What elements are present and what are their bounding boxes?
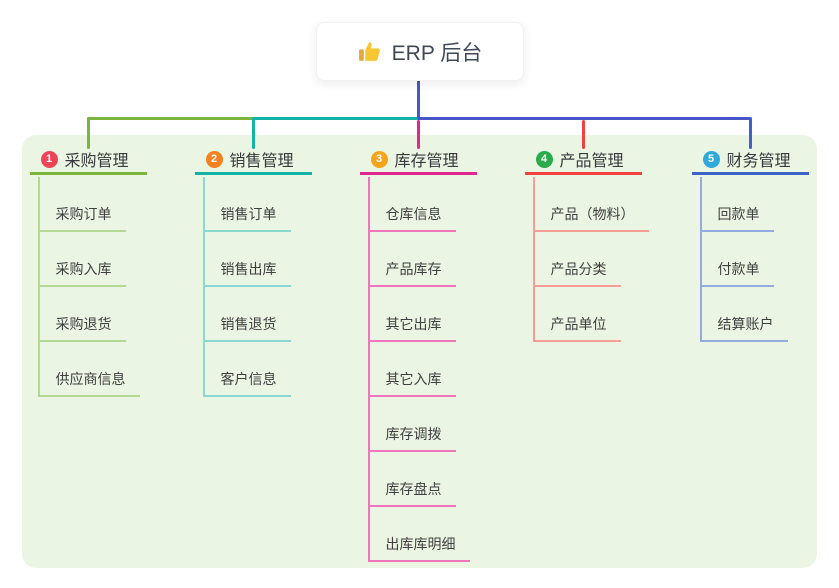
- child-node[interactable]: 产品分类: [534, 232, 649, 287]
- child-node[interactable]: 销售订单: [204, 177, 291, 232]
- branch-label: 销售管理: [229, 153, 294, 170]
- branch-children-purchase: 采购订单 采购入库 采购退货 供应商信息: [37, 177, 140, 397]
- child-node-label: 产品单位: [534, 316, 621, 342]
- branch-children-finance: 回款单 付款单 结算账户: [699, 177, 788, 342]
- child-node-label: 其它入库: [369, 371, 456, 397]
- child-node[interactable]: 销售退货: [204, 287, 291, 342]
- child-node-label: 销售订单: [204, 206, 291, 232]
- child-node[interactable]: 产品库存: [369, 232, 470, 287]
- branch-children-sales: 销售订单 销售出库 销售退货 客户信息: [202, 177, 291, 397]
- child-node-label: 销售出库: [204, 261, 291, 287]
- branch-label: 产品管理: [559, 153, 624, 170]
- child-node[interactable]: 采购订单: [39, 177, 140, 232]
- child-node-label: 采购订单: [39, 206, 126, 232]
- branch-label: 财务管理: [726, 153, 791, 170]
- child-node-label: 产品（物料）: [534, 206, 649, 232]
- branch-drop-line-finance: [748, 117, 752, 149]
- branch-node-inventory[interactable]: 3 库存管理: [359, 146, 477, 175]
- child-node-label: 供应商信息: [39, 371, 140, 397]
- branch-node-product[interactable]: 4 产品管理: [524, 146, 642, 175]
- child-node[interactable]: 采购退货: [39, 287, 140, 342]
- root-connector-line: [416, 79, 420, 119]
- branch-number-badge: 3: [370, 150, 388, 168]
- branch-drop-line-sales: [251, 117, 255, 149]
- child-node[interactable]: 付款单: [701, 232, 788, 287]
- child-node-label: 仓库信息: [369, 206, 456, 232]
- child-node-label: 采购退货: [39, 316, 126, 342]
- child-node[interactable]: 客户信息: [204, 342, 291, 397]
- branch-number-badge: 4: [535, 150, 553, 168]
- child-node[interactable]: 产品（物料）: [534, 177, 649, 232]
- child-node[interactable]: 结算账户: [701, 287, 788, 342]
- child-node[interactable]: 产品单位: [534, 287, 649, 342]
- branch-number-badge: 2: [205, 150, 223, 168]
- child-node[interactable]: 其它入库: [369, 342, 470, 397]
- branch-drop-line-purchase: [86, 117, 90, 149]
- child-node-label: 出库库明细: [369, 536, 470, 562]
- child-node-label: 采购入库: [39, 261, 126, 287]
- connector-bus-indigo: [417, 117, 751, 120]
- connector-bus-teal: [253, 117, 418, 120]
- branch-children-product: 产品（物料） 产品分类 产品单位: [532, 177, 649, 342]
- child-node[interactable]: 销售出库: [204, 232, 291, 287]
- root-node[interactable]: ERP 后台: [316, 22, 524, 81]
- child-node-label: 付款单: [701, 261, 774, 287]
- child-node[interactable]: 库存调拨: [369, 397, 470, 452]
- branch-drop-line-inventory: [416, 120, 420, 149]
- child-node[interactable]: 出库库明细: [369, 507, 470, 562]
- child-node[interactable]: 供应商信息: [39, 342, 140, 397]
- connector-bus-green: [87, 117, 254, 120]
- branch-drop-line-product: [581, 120, 585, 149]
- child-node-label: 结算账户: [701, 316, 788, 342]
- child-node[interactable]: 回款单: [701, 177, 788, 232]
- child-node[interactable]: 采购入库: [39, 232, 140, 287]
- branch-node-finance[interactable]: 5 财务管理: [691, 146, 809, 175]
- root-node-label: ERP 后台: [391, 41, 483, 65]
- branch-label: 库存管理: [394, 153, 459, 170]
- child-node[interactable]: 其它出库: [369, 287, 470, 342]
- branch-number-badge: 5: [702, 150, 720, 168]
- child-node-label: 库存调拨: [369, 426, 456, 452]
- thumbs-up-icon: [358, 39, 383, 64]
- branch-children-inventory: 仓库信息 产品库存 其它出库 其它入库 库存调拨 库存盘点 出库库明细: [367, 177, 470, 562]
- child-node-label: 产品分类: [534, 261, 621, 287]
- child-node-label: 客户信息: [204, 371, 291, 397]
- child-node-label: 销售退货: [204, 316, 291, 342]
- branch-node-purchase[interactable]: 1 采购管理: [29, 146, 147, 175]
- branch-node-sales[interactable]: 2 销售管理: [194, 146, 312, 175]
- child-node-label: 产品库存: [369, 261, 456, 287]
- child-node[interactable]: 库存盘点: [369, 452, 470, 507]
- child-node[interactable]: 仓库信息: [369, 177, 470, 232]
- child-node-label: 库存盘点: [369, 481, 456, 507]
- branch-label: 采购管理: [64, 153, 129, 170]
- child-node-label: 回款单: [701, 206, 774, 232]
- branches-panel-background: [22, 135, 817, 568]
- child-node-label: 其它出库: [369, 316, 456, 342]
- branch-number-badge: 1: [40, 150, 58, 168]
